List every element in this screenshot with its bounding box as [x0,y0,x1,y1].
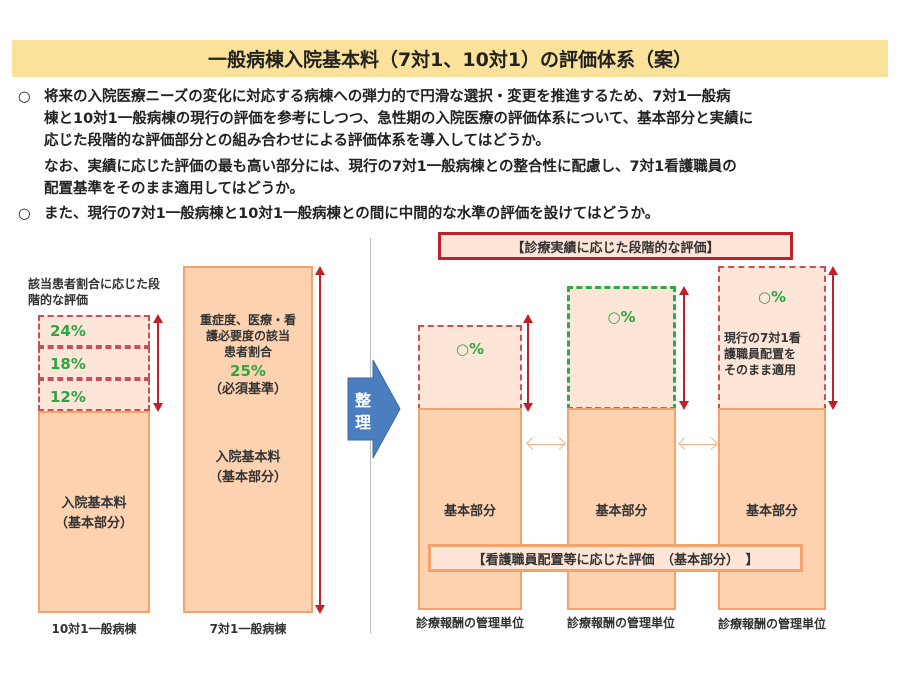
tier-box-12 [38,379,150,411]
label-char: 理 [354,413,371,432]
text-line: 棟と10対1一般病棟の現行の評価を参考にしつつ、急性期の入院医療の評価体系につい… [44,111,754,127]
double-arrow-icon [315,266,325,614]
label-line: 護職員配置を [724,347,797,361]
text-line: 応じた段階的な評価部分との組み合わせによる評価体系を導入してはどうか。 [44,133,550,149]
col2-base-bar [567,408,676,610]
bullet-marker: ○ [18,89,31,105]
bullet-2: ○ また、現行の7対1一般病棟と10対1一般病棟との間に中間的な水準の評価を設けて… [18,203,898,225]
text-line: 将来の入院医療ニーズの変化に対応する病棟への弾力的で円滑な選択・変更を推進するた… [44,89,731,105]
double-arrow-icon [828,266,838,410]
label-line: そのまま適用 [724,363,797,377]
ward7-criteria: 重症度、医療・看 護必要度の該当 患者割合 25% （必須基準） [183,312,313,398]
double-arrow-icon [153,314,163,412]
double-arrow-icon [679,286,689,410]
col2-performance-box [567,286,676,410]
label-line: 入院基本料 [61,496,127,511]
tier-pct: 24% [50,322,86,340]
col1-unit-label: 診療報酬の管理単位 [415,616,524,630]
col3-note: 現行の7対1看 護職員配置を そのまま適用 [724,330,824,378]
col1-pct: ○% [455,340,485,358]
text-line: 配置基準をそのまま適用してはどうか。 [44,181,304,197]
ward7-base-label: 入院基本料 （基本部分） [183,448,313,488]
col1-base-bar [418,408,522,610]
performance-eval-box: 【診療実績に応じた段階的な評価】 [438,232,793,260]
arrow-right-icon [347,359,401,459]
tier-caption: 該当患者割合に応じた段階的な評価 [28,277,161,307]
col3-base-label: 基本部分 [745,504,798,519]
tier-pct: 18% [50,355,86,373]
tier-pct: 12% [50,388,86,406]
col1-performance-box [418,325,522,410]
staffing-eval-box: 【看護職員配置等に応じた評価 （基本部分） 】 [428,544,803,572]
label-line: （基本部分） [208,470,287,485]
title-text: 一般病棟入院基本料（7対1、10対1）の評価体系（案） [207,49,693,71]
label-char: 整 [354,391,371,410]
label-line: 患者割合 [223,345,272,359]
col3-pct: ○% [757,288,787,306]
col2-pct: ○% [607,308,636,326]
label-line: 重症度、医療・看 [199,313,296,327]
label-line: 入院基本料 [215,450,281,465]
label-line: （必須基準） [208,382,287,397]
bullet-note: なお、実績に応じた評価の最も高い部分には、現行の7対1一般病棟との整合性に配慮し… [18,156,898,200]
col2-base-label: 基本部分 [595,504,648,519]
ward7-bar [183,266,313,613]
col1-base-label: 基本部分 [443,504,496,519]
horizontal-double-arrow-icon [528,444,564,445]
text-line: また、現行の7対1一般病棟と10対1一般病棟との間に中間的な水準の評価を設けては… [44,206,660,222]
ward10-base-label: 入院基本料 （基本部分） [38,494,150,534]
col2-unit-label: 診療報酬の管理単位 [566,616,675,630]
label-line: 護必要度の該当 [205,329,290,343]
label-line: 現行の7対1看 [724,331,801,345]
ward7-label: 7対1一般病棟 [209,622,287,636]
double-arrow-icon [523,314,533,412]
page-title: 一般病棟入院基本料（7対1、10対1）の評価体系（案） [12,40,888,77]
criteria-pct: 25% [230,362,266,380]
bullet-1: ○ 将来の入院医療ニーズの変化に対応する病棟への弾力的で円滑な選択・変更を推進する… [18,86,898,152]
tier-box-24 [38,315,150,347]
text-line: なお、実績に応じた評価の最も高い部分には、現行の7対1一般病棟との整合性に配慮し… [44,159,737,175]
tier-box-18 [38,347,150,379]
bullet-marker: ○ [18,206,31,222]
ward10-base-bar [38,411,150,613]
col3-unit-label: 診療報酬の管理単位 [717,617,826,631]
arrow-label: 整 理 [350,390,376,434]
horizontal-double-arrow-icon [680,444,716,445]
label-line: （基本部分） [54,516,133,531]
ward10-label: 10対1一般病棟 [51,622,137,636]
col3-base-bar [718,408,826,610]
